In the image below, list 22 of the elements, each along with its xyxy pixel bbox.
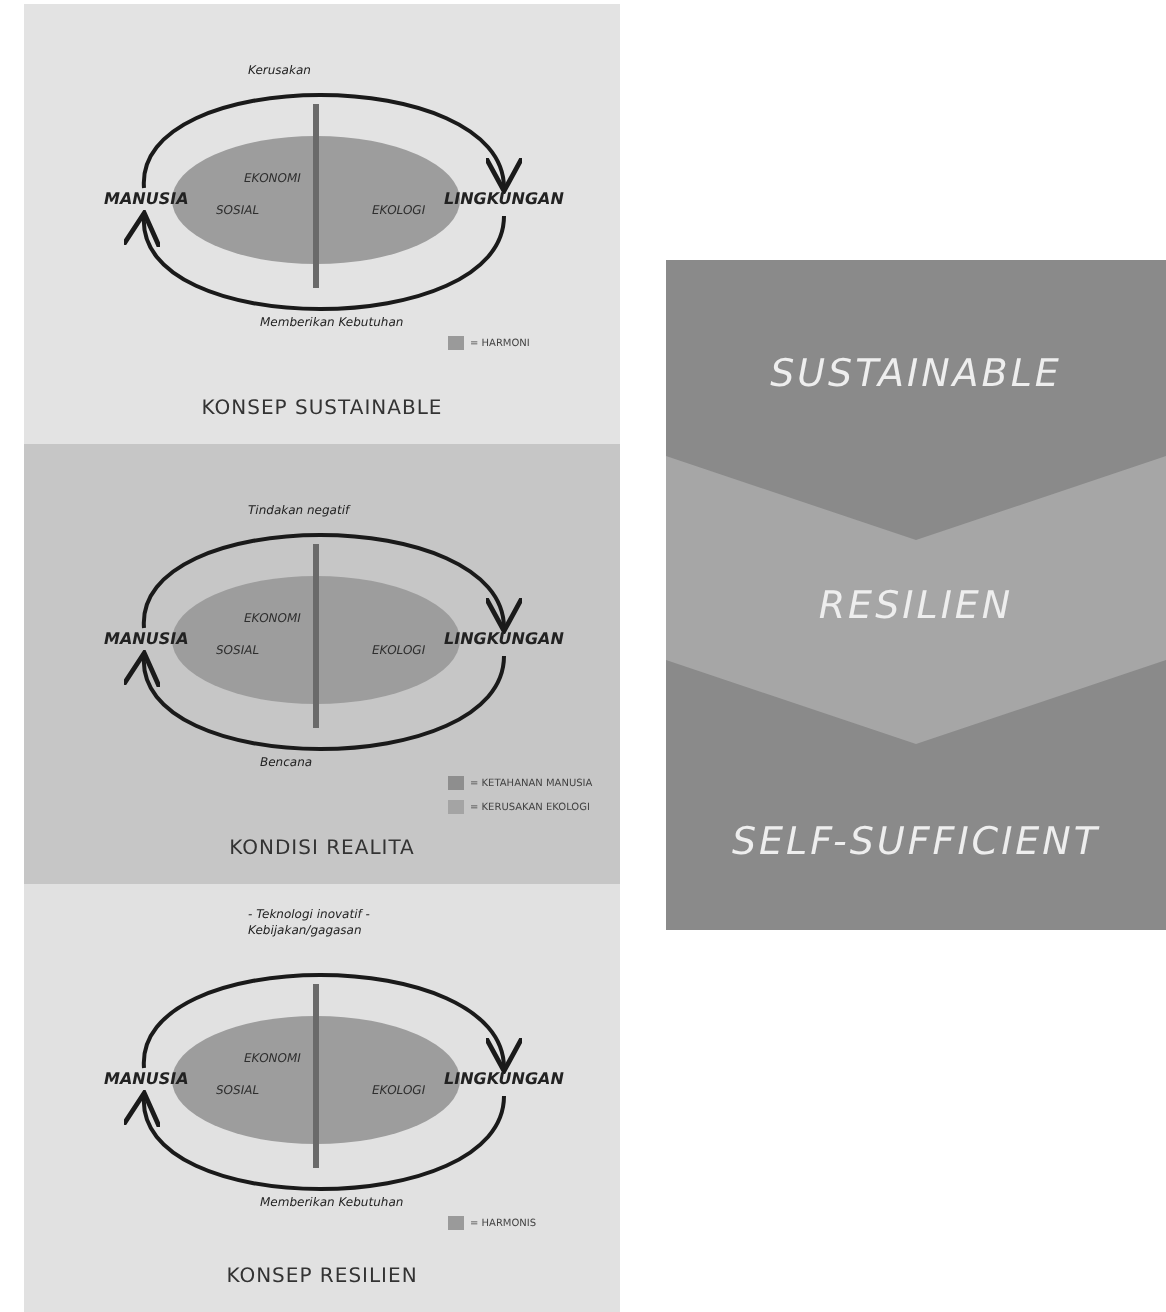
panel-title: KONSEP RESILIEN	[224, 1266, 420, 1288]
node-label: MANUSIA	[104, 1070, 189, 1088]
diagram-panel	[24, 4, 620, 444]
curved-arrow	[129, 210, 506, 311]
node-label: MANUSIA	[104, 190, 189, 208]
curved-arrow	[142, 93, 517, 194]
curved-arrow	[142, 973, 517, 1074]
node-label: MANUSIA	[104, 630, 189, 648]
curved-arrow	[142, 533, 517, 634]
panel-title: KONDISI REALITA	[227, 838, 417, 860]
curved-arrow	[129, 650, 506, 751]
band-label: SUSTAINABLE	[768, 352, 1064, 396]
diagram-panel	[24, 444, 620, 884]
node-label: LINGKUNGAN	[444, 1070, 564, 1088]
diagram-panel	[24, 884, 620, 1312]
curved-arrow	[129, 1090, 506, 1191]
band-label: SELF-SUFFICIENT	[729, 820, 1103, 864]
band-label: RESILIEN	[816, 584, 1016, 628]
chevron-stack	[666, 260, 1166, 930]
node-label: LINGKUNGAN	[444, 630, 564, 648]
node-label: LINGKUNGAN	[444, 190, 564, 208]
panel-title: KONSEP SUSTAINABLE	[199, 398, 445, 420]
